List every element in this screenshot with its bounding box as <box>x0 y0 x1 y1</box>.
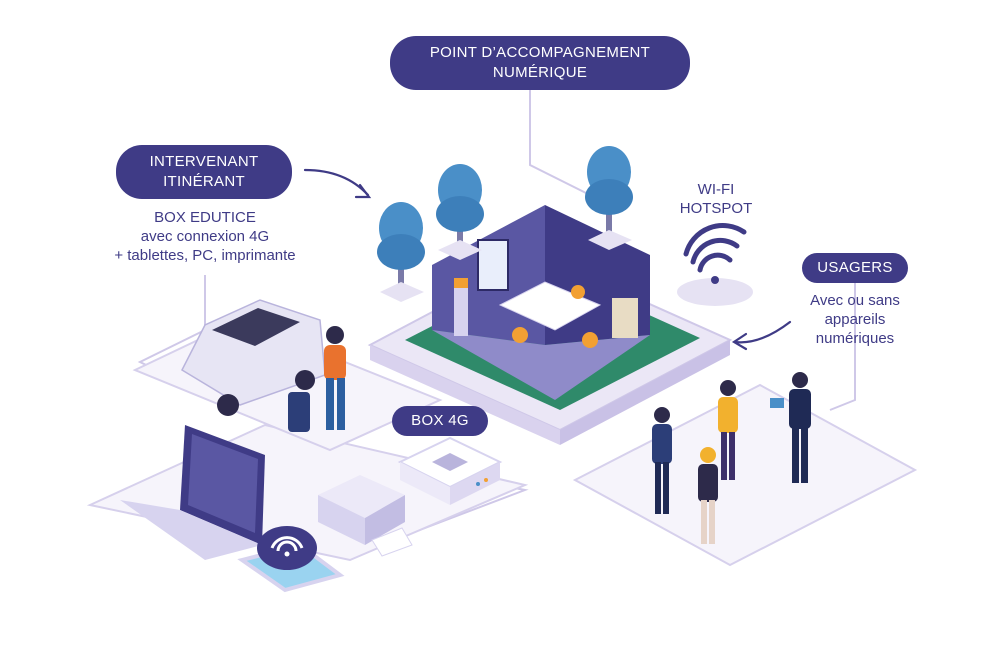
person-icon <box>288 326 346 432</box>
usagers-line3: numériques <box>815 330 895 347</box>
person-icon <box>770 372 811 483</box>
users-platform <box>572 383 918 567</box>
box4g-label: BOX 4G <box>392 406 488 436</box>
car-icon <box>181 299 326 416</box>
usagers-line1: Avec ou sans <box>810 292 900 309</box>
wifi-icon <box>677 223 753 306</box>
room <box>432 205 650 400</box>
wifi-hotspot-line2: HOTSPOT <box>679 200 753 217</box>
intervenant-label: INTERVENANT ITINÉRANT <box>116 145 292 199</box>
point-label-line2: NUMÉRIQUE <box>492 64 588 81</box>
printer-icon <box>318 475 413 557</box>
tree-icon <box>436 164 484 260</box>
box-edutice-line3: + tablettes, PC, imprimante <box>114 247 296 264</box>
usagers-line2: appareils <box>824 311 886 328</box>
usagers-caption: Avec ou sans appareils numériques <box>790 291 920 348</box>
arrow-icon <box>303 168 372 199</box>
person-icon <box>652 407 672 514</box>
point-label-line1: POINT D’ACCOMPAGNEMENT <box>429 44 651 61</box>
tree-icon <box>585 146 633 250</box>
wifi-hotspot-caption: WI-FI HOTSPOT <box>668 180 764 218</box>
box4g-title: BOX 4G <box>411 412 469 429</box>
box-edutice-line1: BOX EDUTICE <box>154 209 256 226</box>
person-icon <box>698 447 718 544</box>
tree-icon <box>377 202 425 302</box>
arrow-icon <box>731 320 792 351</box>
wifi-hotspot-line1: WI-FI <box>697 181 735 198</box>
point-label: POINT D’ACCOMPAGNEMENT NUMÉRIQUE <box>390 36 690 90</box>
person-icon <box>718 380 738 480</box>
box-edutice-caption: BOX EDUTICE avec connexion 4G + tablette… <box>90 208 320 265</box>
usagers-label: USAGERS <box>802 253 908 283</box>
laptop-icon <box>120 425 265 560</box>
router-icon <box>397 436 503 505</box>
intervenant-label-line2: ITINÉRANT <box>163 173 245 190</box>
wifi-icon <box>257 526 317 570</box>
usagers-title: USAGERS <box>817 259 893 276</box>
box-edutice-line2: avec connexion 4G <box>140 228 270 245</box>
intervenant-label-line1: INTERVENANT <box>149 153 259 170</box>
